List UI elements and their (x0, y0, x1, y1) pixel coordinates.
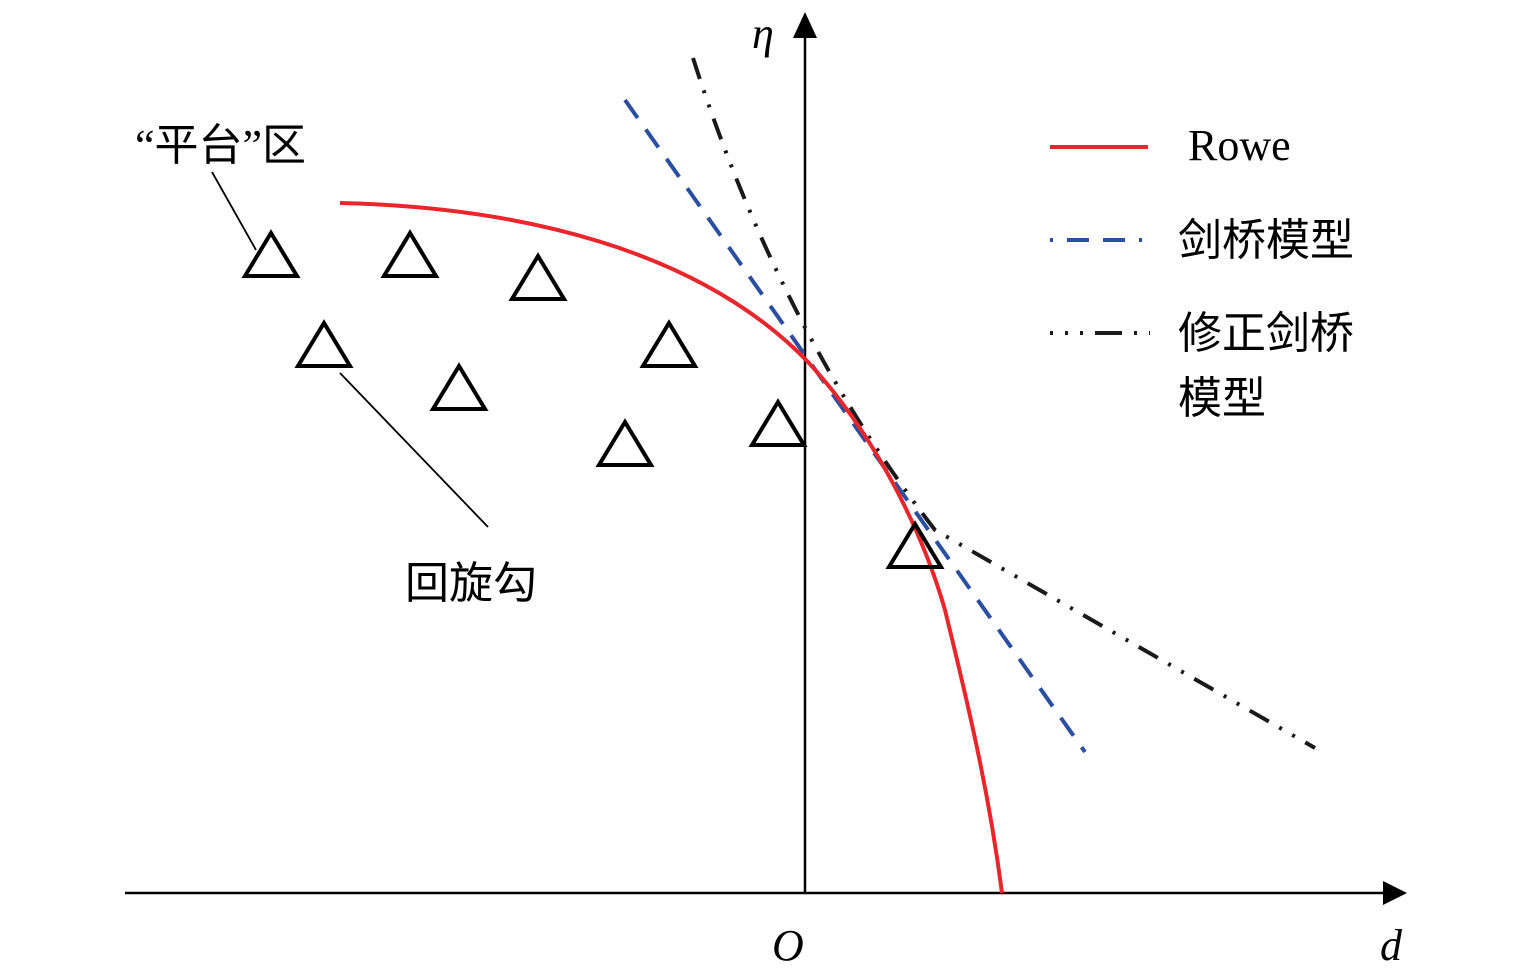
modified-cambridge-model-line (691, 57, 1316, 750)
legend: Rowe 剑桥模型 修正剑桥 模型 (1050, 121, 1354, 423)
cambridge-model-line (623, 98, 1087, 754)
legend-cambridge-label: 剑桥模型 (1178, 216, 1354, 265)
x-axis-arrow-icon (1383, 881, 1407, 905)
x-axis-label: d (1380, 921, 1403, 970)
triangle-marker (294, 319, 354, 368)
y-axis-label: η (752, 9, 774, 58)
triangle-marker (241, 229, 301, 278)
triangle-marker (748, 398, 808, 447)
rowe-curve (339, 201, 1004, 894)
triangle-marker (508, 252, 568, 301)
triangle-marker (429, 362, 489, 411)
hook-label: 回旋勾 (405, 559, 537, 608)
legend-rowe-label: Rowe (1188, 121, 1291, 170)
platform-zone-label: “平台”区 (135, 121, 306, 170)
triangle-markers (241, 229, 945, 569)
triangle-marker (885, 520, 945, 569)
triangle-marker (639, 319, 699, 368)
triangle-marker (380, 229, 440, 278)
legend-modified-cambridge-label-line1: 修正剑桥 (1178, 309, 1354, 358)
origin-label: O (772, 921, 804, 970)
hook-leader-line (339, 372, 489, 528)
platform-zone-leader-line (211, 171, 257, 251)
y-axis-arrow-icon (793, 12, 817, 38)
legend-modified-cambridge-label-line2: 模型 (1178, 374, 1266, 423)
triangle-marker (595, 418, 655, 467)
